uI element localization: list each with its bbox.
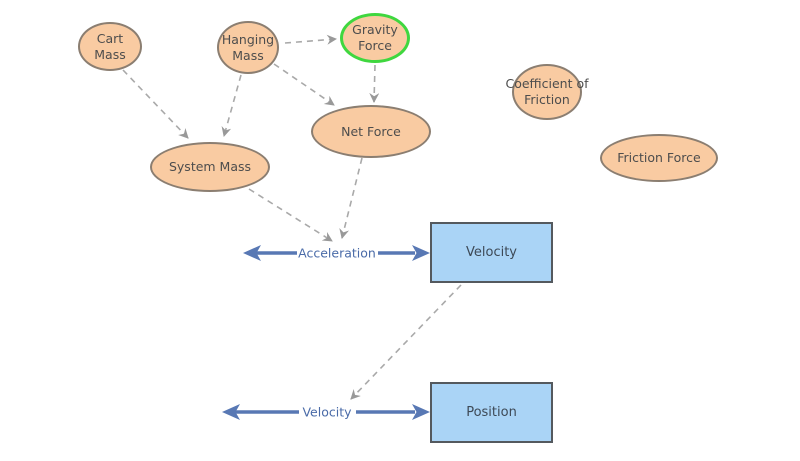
variable-friction-force[interactable]: Friction Force: [600, 134, 718, 182]
link-system-mass-to-acceleration[interactable]: [248, 188, 333, 242]
link-velocity-stock-to-velocity-flow[interactable]: [350, 284, 462, 400]
variable-gravity-force-label: Gravity Force: [352, 22, 398, 53]
flow-velocity-left-arrowhead-icon: [222, 404, 240, 420]
variable-cart-mass[interactable]: Cart Mass: [78, 22, 142, 71]
variable-hanging-mass[interactable]: Hanging Mass: [217, 21, 279, 74]
variable-friction-force-label: Friction Force: [617, 150, 701, 166]
variable-system-mass-label: System Mass: [168, 159, 252, 175]
link-cart-mass-to-system-mass[interactable]: [122, 69, 189, 139]
stock-position-label: Position: [466, 405, 517, 420]
flow-acceleration-arrow[interactable]: [243, 245, 430, 261]
link-net-force-to-acceleration[interactable]: [339, 157, 363, 239]
variable-cart-mass-label: Cart Mass: [94, 30, 126, 62]
variable-net-force[interactable]: Net Force: [311, 105, 431, 158]
link-hanging-mass-to-net-force[interactable]: [273, 63, 335, 106]
variable-hanging-mass-label: Hanging Mass: [221, 31, 275, 63]
link-hanging-mass-to-gravity-force[interactable]: [284, 34, 337, 45]
flow-acceleration-label[interactable]: Acceleration: [298, 245, 376, 261]
variable-gravity-force[interactable]: Gravity Force: [340, 13, 410, 63]
flow-velocity-right-arrowhead-icon: [412, 404, 430, 420]
flow-velocity-label[interactable]: Velocity: [302, 404, 352, 420]
link-gravity-force-to-net-force[interactable]: [369, 64, 380, 103]
stock-velocity[interactable]: Velocity: [430, 222, 553, 283]
flow-acceleration-left-arrowhead-icon: [243, 245, 261, 261]
flow-velocity-arrow[interactable]: [222, 404, 430, 420]
link-hanging-mass-to-system-mass[interactable]: [221, 74, 242, 137]
variable-net-force-label: Net Force: [341, 123, 401, 139]
stock-velocity-label: Velocity: [466, 245, 517, 260]
variable-system-mass[interactable]: System Mass: [150, 142, 270, 192]
stock-position[interactable]: Position: [430, 382, 553, 443]
variable-coefficient-of-friction[interactable]: Coefficient of Friction: [505, 64, 589, 120]
variable-coefficient-of-friction-label: Coefficient of Friction: [505, 76, 589, 107]
flow-acceleration-right-arrowhead-icon: [412, 245, 430, 261]
